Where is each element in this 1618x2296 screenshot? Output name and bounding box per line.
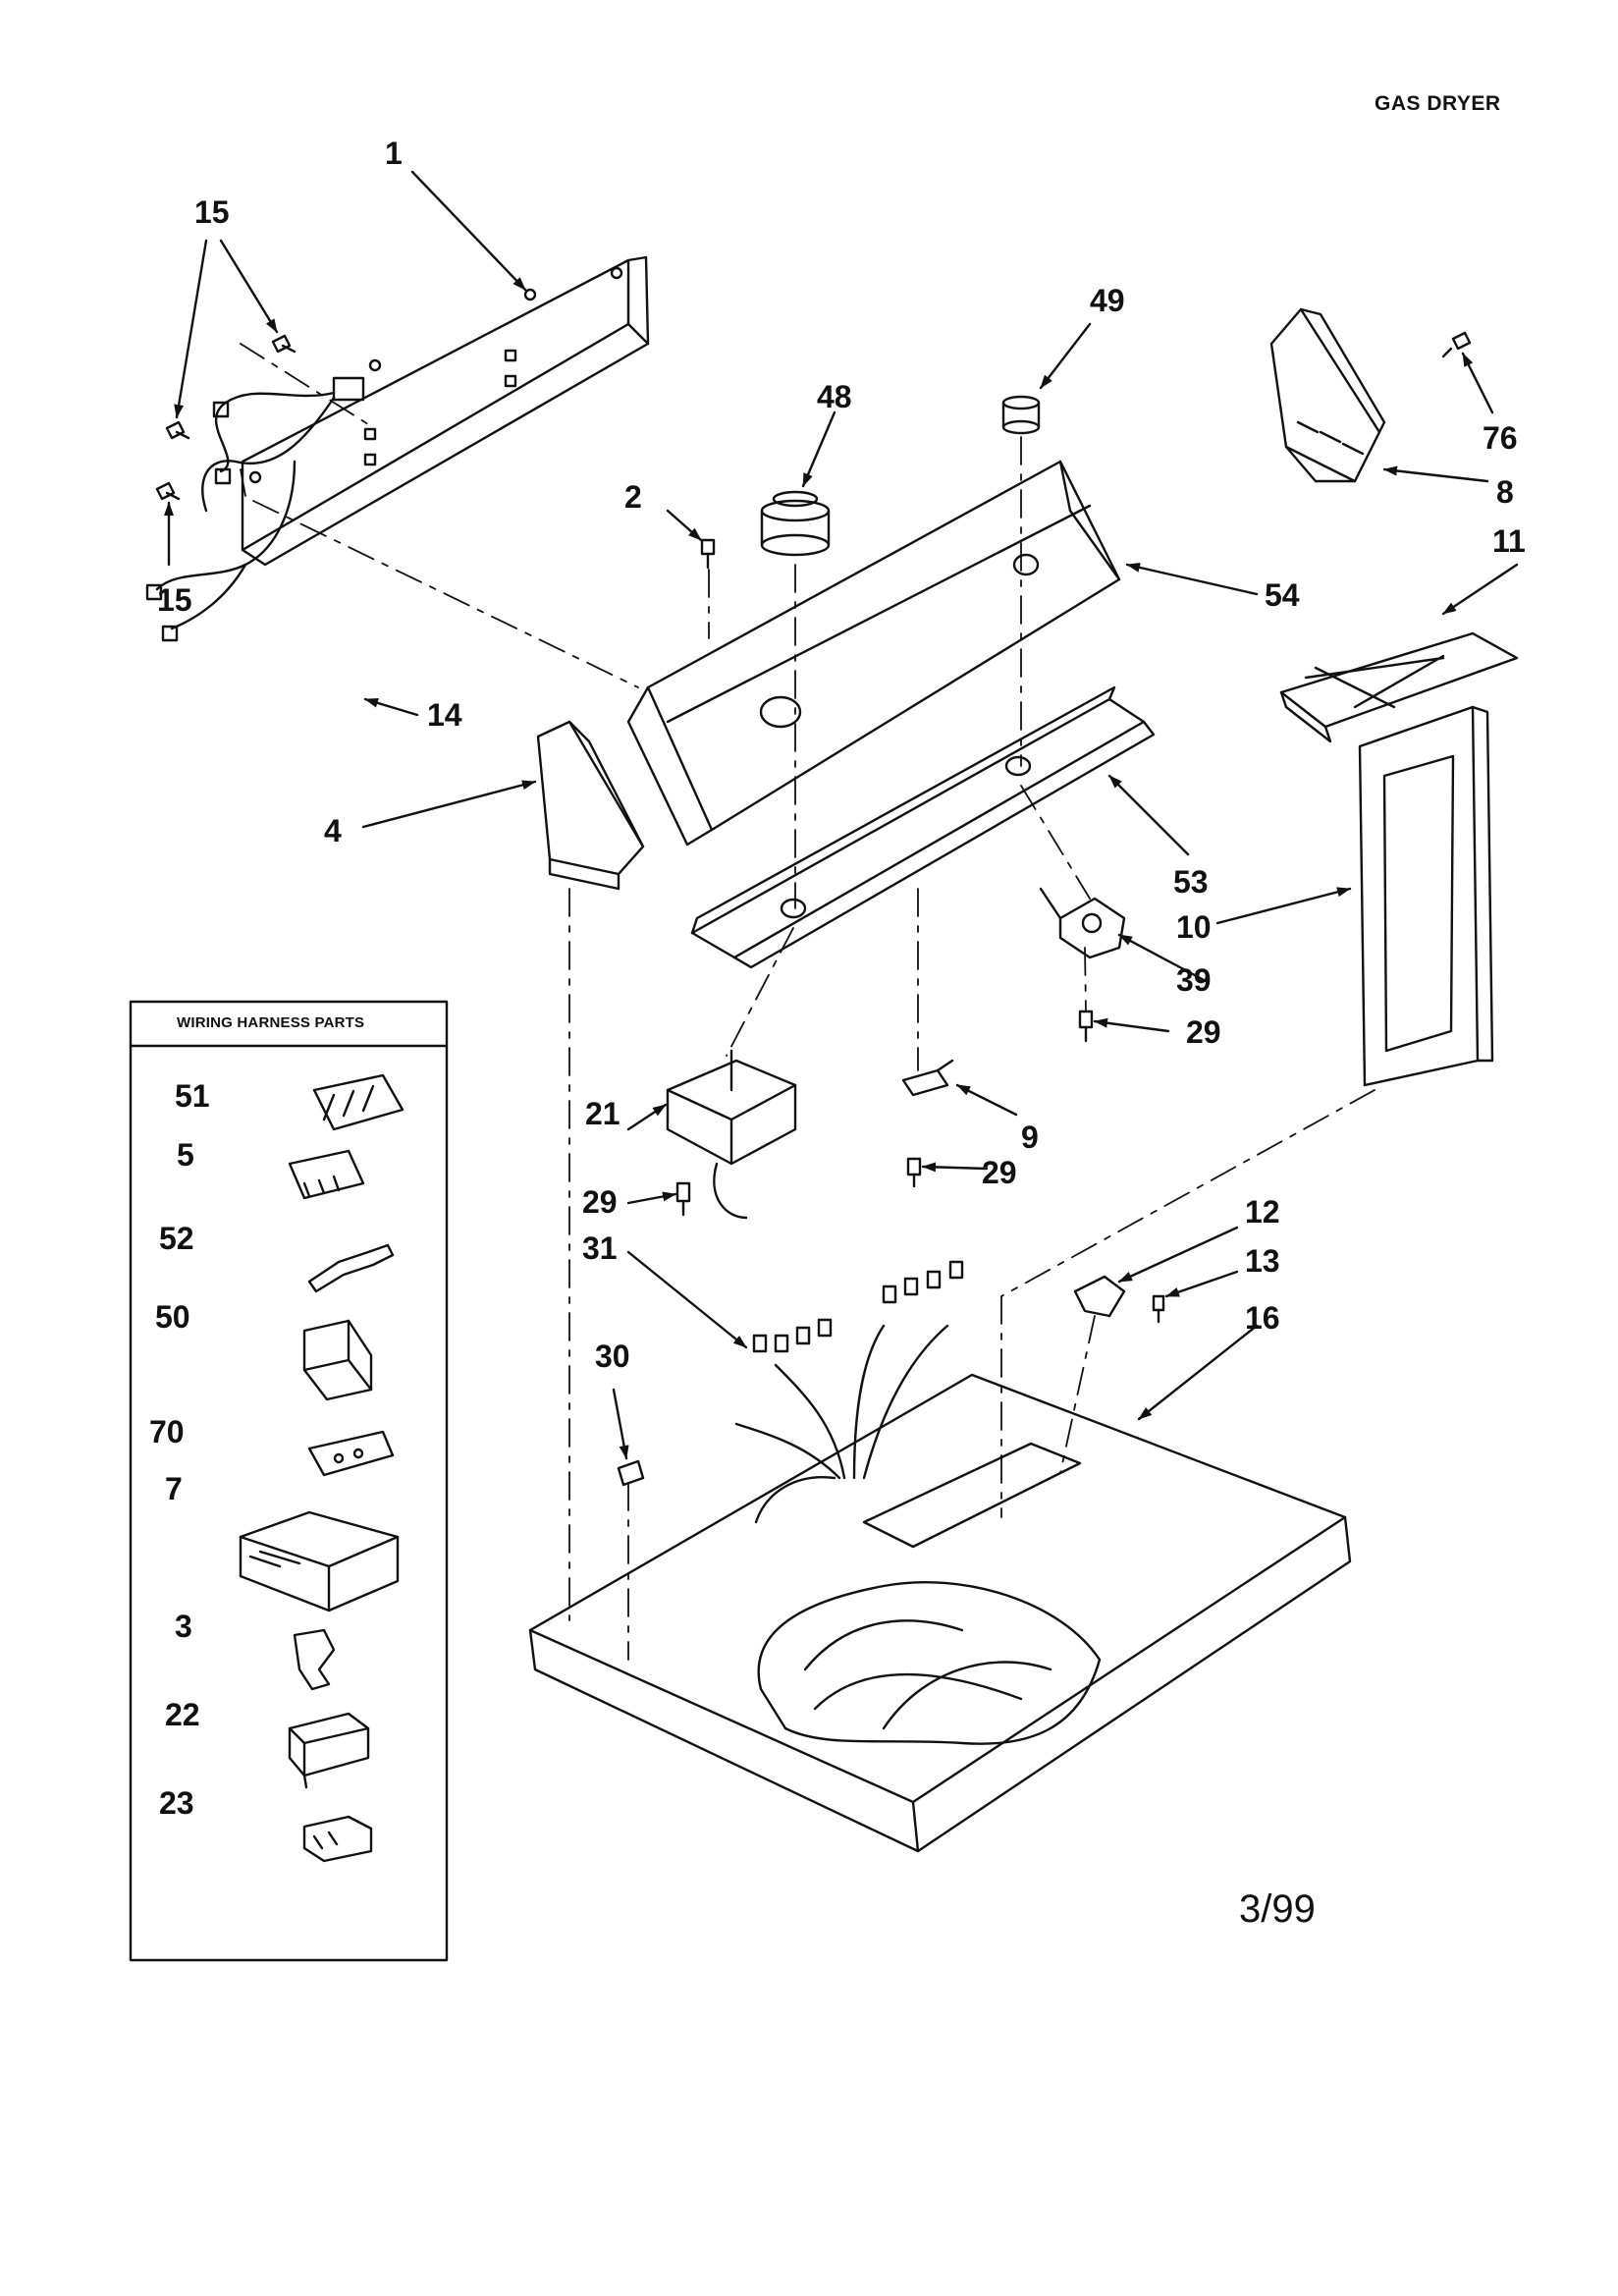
callout-53: 53 [1173,864,1209,900]
callout-30: 30 [595,1339,630,1374]
callout-9: 9 [1021,1120,1039,1155]
screw-29-middle [906,1157,922,1188]
clip-30 [617,1459,645,1487]
callout-14: 14 [427,697,462,733]
end-cap-bracket [1269,307,1386,483]
callout-29-right: 29 [1186,1014,1221,1050]
screw-15-lower [155,481,181,501]
callout-10: 10 [1176,909,1212,945]
callout-5: 5 [177,1137,194,1173]
alignment-lines [240,343,1375,1661]
callout-48: 48 [817,379,852,414]
end-block-4 [536,720,645,891]
terminal-52 [307,1243,395,1293]
screw-13 [1152,1294,1165,1324]
base-16 [528,1373,1352,1853]
callout-15-top: 15 [194,194,230,230]
screw-29-left [675,1181,691,1217]
callout-50: 50 [155,1299,190,1335]
bracket-9 [901,1059,954,1097]
connector-50 [302,1319,373,1401]
switch-39 [1039,887,1126,959]
connector-22 [288,1712,370,1789]
callout-76: 76 [1483,420,1518,456]
callout-29-left: 29 [582,1184,618,1220]
screw-29-right [1078,1010,1094,1043]
clip-3 [293,1628,336,1691]
callout-29-middle: 29 [982,1155,1017,1190]
callout-1: 1 [385,136,403,171]
connector-7 [239,1510,400,1613]
callout-21: 21 [585,1096,620,1131]
callout-23: 23 [159,1785,194,1821]
callout-4: 4 [324,813,342,848]
screw-76 [1441,331,1472,358]
callout-31: 31 [582,1230,618,1266]
wiring-harness-panel [129,1000,449,1962]
console-top [626,460,1121,847]
revision-date: 3/99 [1239,1887,1316,1931]
connector-51 [312,1073,404,1131]
screw-15-middle [165,420,190,440]
connector-70 [307,1430,395,1477]
leader-lines [164,170,1519,1460]
callout-8: 8 [1496,474,1514,510]
callout-39: 39 [1176,962,1212,998]
callout-3: 3 [175,1609,192,1644]
cover-11 [1279,631,1519,743]
page-title: GAS DRYER [1375,92,1501,115]
wiring-harness-panel-title: WIRING HARNESS PARTS [177,1014,365,1031]
callout-11: 11 [1492,523,1526,559]
clip-12 [1073,1275,1126,1318]
back-panel-bracket [241,255,650,567]
callout-54: 54 [1265,577,1300,613]
callout-51: 51 [175,1078,210,1114]
callout-49: 49 [1090,283,1125,318]
knob-49 [1001,395,1041,435]
callout-22: 22 [165,1697,200,1732]
callout-16: 16 [1245,1300,1280,1336]
console-rail [690,685,1156,969]
callout-2: 2 [624,479,642,515]
callout-52: 52 [159,1221,194,1256]
callout-13: 13 [1245,1243,1280,1279]
selector-knob-48 [760,490,831,557]
callout-7: 7 [165,1471,183,1506]
connector-5 [288,1149,365,1200]
callout-15-bottom: 15 [157,582,192,618]
wire-bundle-31 [734,1260,964,1524]
timer-21 [666,1049,797,1220]
callout-70: 70 [149,1414,185,1449]
callout-12: 12 [1245,1194,1280,1230]
wiring-harness-14 [145,376,365,642]
connector-23 [302,1815,373,1863]
frame-10 [1358,705,1494,1087]
screw-2 [700,538,716,570]
screw-15-upper [271,334,297,354]
